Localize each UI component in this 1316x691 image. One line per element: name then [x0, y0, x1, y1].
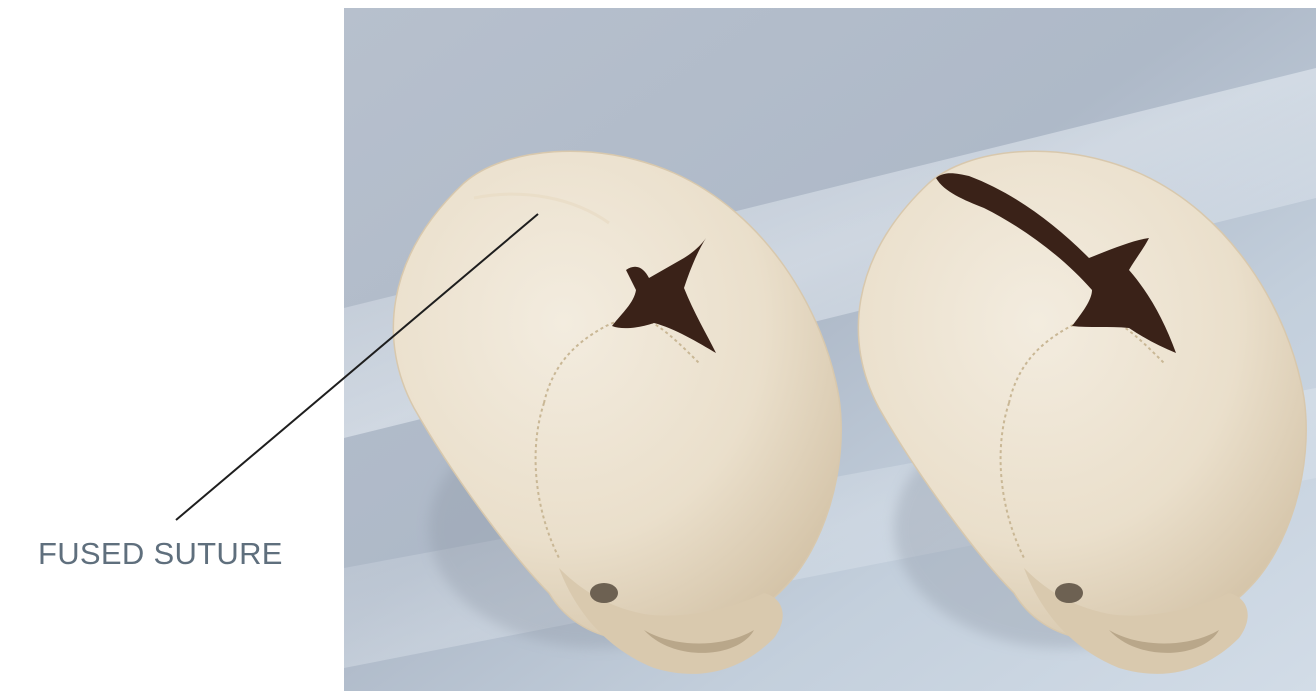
skull-ear-opening: [590, 583, 618, 603]
fused-suture-label: FUSED SUTURE: [38, 536, 283, 572]
skull-photo: [344, 8, 1316, 691]
skull-ear-opening: [1055, 583, 1083, 603]
